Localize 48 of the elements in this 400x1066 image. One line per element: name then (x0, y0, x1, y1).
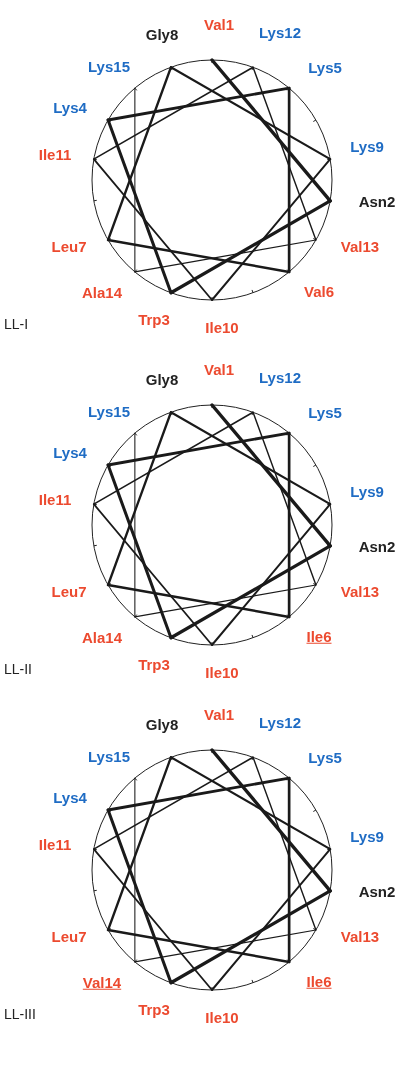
residue-label: Lys4 (53, 444, 87, 462)
residue-label: Lys5 (308, 59, 342, 77)
residue-label: Lys12 (259, 714, 301, 732)
panel-label: LL-III (4, 1007, 36, 1023)
residue-label: Ile6 (306, 973, 332, 991)
residue-label: Val13 (340, 928, 380, 946)
residue-label: Ile10 (205, 1009, 239, 1027)
residue-label: Val1 (204, 706, 234, 724)
residue-label: Ile10 (205, 319, 239, 337)
residue-label: Lys9 (350, 828, 384, 846)
residue-label: Val13 (340, 583, 380, 601)
residue-label: Val14 (82, 974, 122, 992)
residue-label: Leu7 (51, 238, 87, 256)
residue-label: Lys9 (350, 483, 384, 501)
residue-label: Val6 (304, 283, 334, 301)
residue-label: Lys12 (259, 24, 301, 42)
residue-label: Gly8 (145, 371, 179, 389)
residue-label: Trp3 (138, 656, 170, 674)
residue-label: Lys5 (308, 749, 342, 767)
residue-label: Val1 (204, 16, 234, 34)
residue-label: Val1 (204, 361, 234, 379)
residue-label: Ile6 (306, 628, 332, 646)
residue-label: Leu7 (51, 928, 87, 946)
residue-label: Lys9 (350, 138, 384, 156)
residue-label: Ile10 (205, 664, 239, 682)
panel-label: LL-II (4, 662, 32, 678)
residue-label: Asn2 (358, 193, 396, 211)
panel-label: LL-I (4, 317, 29, 333)
residue-label: Ile11 (38, 491, 72, 509)
residue-label: Lys5 (308, 404, 342, 422)
residue-label: Val13 (340, 238, 380, 256)
residue-label: Lys4 (53, 99, 87, 117)
residue-label: Trp3 (138, 1001, 170, 1019)
residue-label: Gly8 (145, 26, 179, 44)
residue-label: Lys15 (88, 403, 130, 421)
residue-label: Gly8 (145, 716, 179, 734)
residue-label: Ile11 (38, 836, 72, 854)
residue-label: Asn2 (358, 883, 396, 901)
residue-label: Lys4 (53, 789, 87, 807)
residue-label: Asn2 (358, 538, 396, 556)
residue-label: Lys15 (88, 748, 130, 766)
residue-label: Leu7 (51, 583, 87, 601)
residue-label: Trp3 (138, 311, 170, 329)
residue-label: Lys12 (259, 369, 301, 387)
residue-label: Ile11 (38, 146, 72, 164)
residue-label: Ala14 (82, 284, 122, 302)
residue-label: Lys15 (88, 58, 130, 76)
residue-label: Ala14 (82, 629, 122, 647)
